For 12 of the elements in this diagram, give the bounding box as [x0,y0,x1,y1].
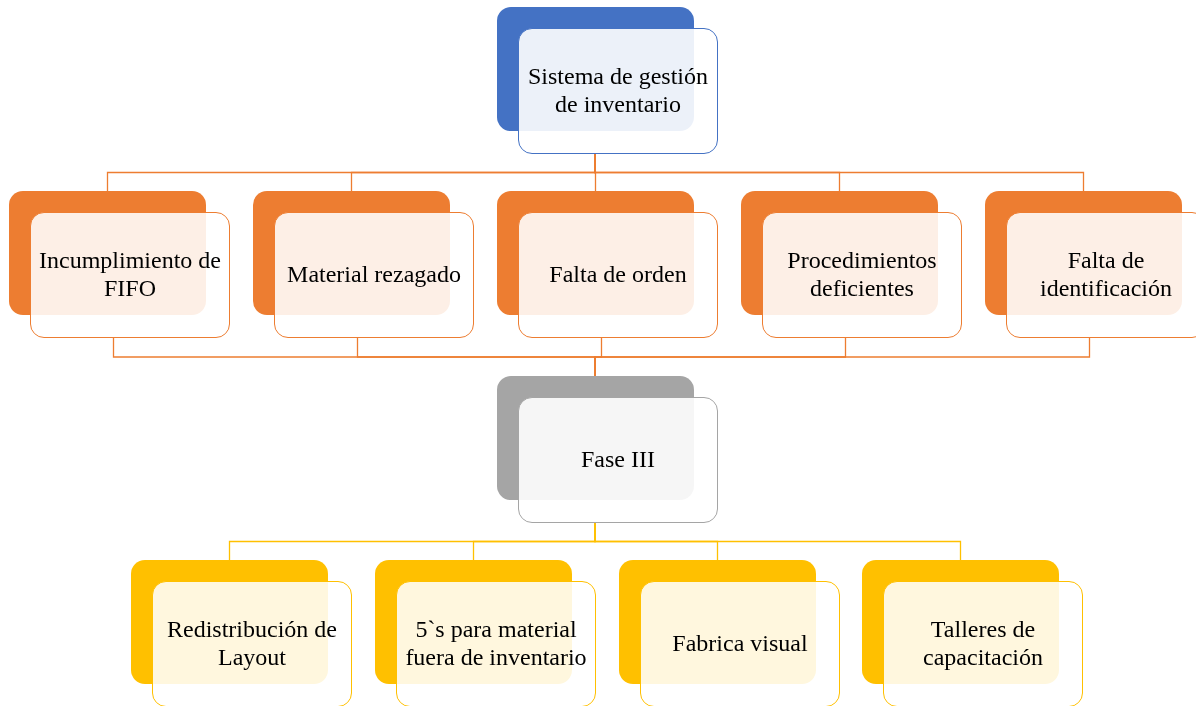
node-text: Incumplimiento de FIFO [39,247,221,303]
node-text: Fabrica visual [672,630,808,658]
node-text: Redistribución de Layout [166,616,338,672]
node-text: 5`s para material fuera de inventario [405,616,587,672]
node-text: Falta de identificación [1039,247,1173,303]
node-text: Material rezagado [287,261,461,289]
node-text: Talleres de capacitación [922,616,1044,672]
node-text: Procedimientos deficientes [786,247,938,303]
node-text: Sistema de gestión de inventario [527,63,709,119]
node-text: Fase III [581,446,655,474]
node-text: Falta de orden [549,261,687,289]
connector-line [594,522,962,561]
